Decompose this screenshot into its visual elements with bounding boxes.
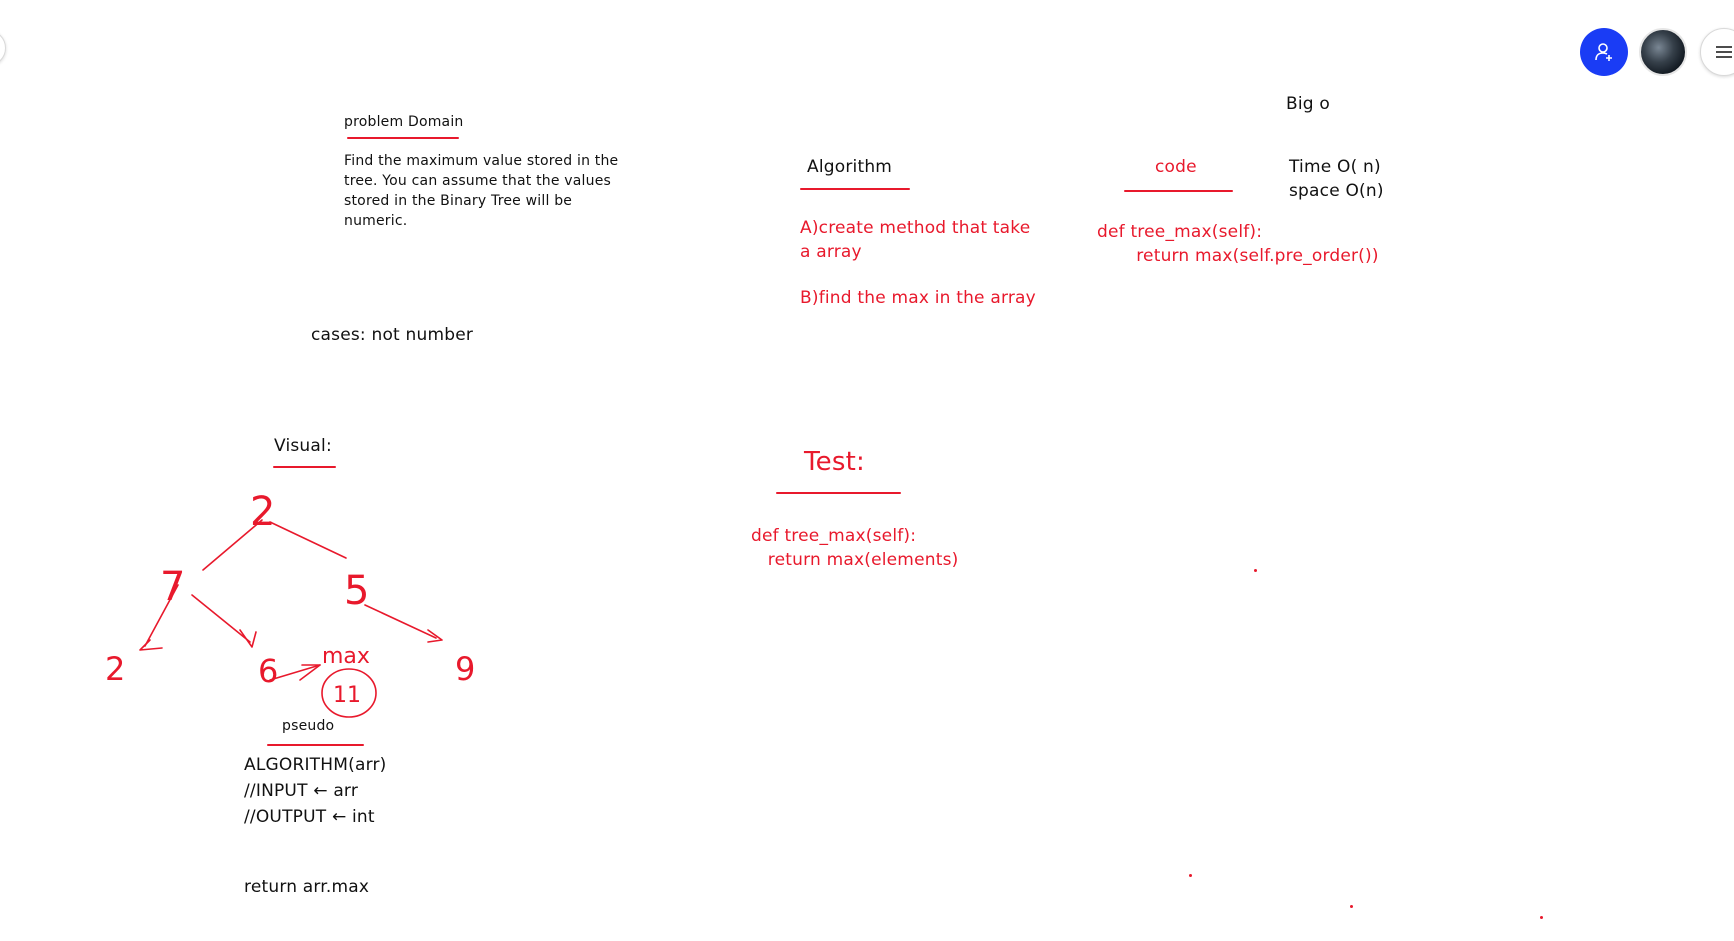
test-underline (776, 492, 901, 494)
arrow-head (427, 629, 443, 643)
node-left: 7 (160, 564, 185, 610)
pseudo-line-1: ALGORITHM(arr) (244, 755, 387, 775)
big-o-heading: Big o (1286, 94, 1330, 114)
big-o-time: Time O( n) (1289, 157, 1381, 177)
stray-dot (1189, 874, 1192, 877)
tree-edge (269, 521, 347, 559)
tree-diagram: 2 7 5 2 6 9 max 11 (105, 489, 475, 718)
tree-edge (191, 594, 251, 643)
algorithm-underline (800, 188, 910, 190)
arrow-head (299, 664, 321, 681)
node-left-left: 2 (105, 650, 125, 688)
max-value: 11 (333, 683, 361, 708)
stray-dot (1254, 569, 1257, 572)
hamburger-menu-icon (1716, 46, 1732, 58)
visual-underline (273, 466, 336, 468)
tree-edge (144, 584, 179, 647)
problem-domain-underline (347, 137, 459, 139)
user-avatar[interactable] (1639, 28, 1687, 76)
tree-edge (269, 664, 321, 681)
cases-text: cases: not number (311, 325, 474, 345)
menu-button[interactable] (1700, 28, 1734, 76)
code-underline (1124, 190, 1233, 192)
code-heading: code (1155, 157, 1197, 177)
collapse-handle[interactable] (0, 30, 6, 66)
tree-edge (364, 604, 437, 639)
visual-heading: Visual: (274, 436, 332, 456)
arrow-head (239, 629, 257, 648)
pseudo-return-line: return arr.max (244, 877, 370, 897)
algorithm-step-b: B)find the max in the array (800, 288, 1036, 308)
node-left-right: 6 (258, 652, 278, 690)
max-label: max (322, 644, 370, 669)
code-text: def tree_max(self): return max(self.pre_… (1097, 222, 1379, 266)
share-button[interactable] (1580, 28, 1628, 76)
test-text: def tree_max(self): return max(elements) (751, 526, 959, 570)
node-root: 2 (250, 489, 275, 535)
max-circle (321, 668, 377, 718)
arrow-head (139, 639, 163, 651)
algorithm-step-a: A)create method that take a array (800, 218, 1031, 262)
algorithm-heading: Algorithm (807, 157, 893, 177)
problem-domain-text: Find the maximum value stored in the tre… (344, 153, 619, 229)
tree-edge (202, 519, 263, 571)
stray-dot (1540, 916, 1543, 919)
stray-dot (1350, 905, 1353, 908)
pseudo-line-3: //OUTPUT ← int (244, 807, 375, 827)
pseudo-underline (267, 744, 364, 746)
problem-domain-heading: problem Domain (344, 114, 464, 130)
big-o-space: space O(n) (1289, 181, 1384, 201)
test-heading: Test: (804, 447, 865, 477)
node-right-right: 9 (455, 650, 475, 688)
node-right: 5 (344, 568, 369, 614)
add-user-icon (1595, 43, 1612, 61)
pseudo-line-2: //INPUT ← arr (244, 781, 359, 801)
pseudo-heading: pseudo (282, 718, 335, 734)
